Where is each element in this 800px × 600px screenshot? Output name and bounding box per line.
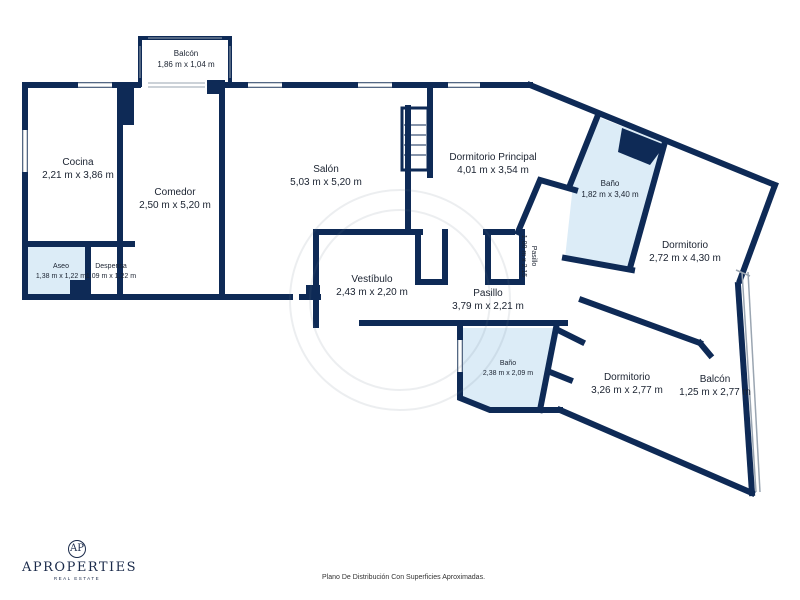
room-label-vestibulo: Vestíbulo 2,43 m x 2,20 m (336, 274, 408, 298)
balcony-rail (735, 269, 761, 493)
room-dimensions: 1,25 m x 2,77 m (679, 387, 751, 398)
watermark (289, 189, 511, 411)
room-label-aseo: Aseo 1,38 m x 1,22 m (36, 263, 86, 280)
room-dimensions: 2,50 m x 5,20 m (139, 200, 211, 211)
window-frames (22, 37, 480, 372)
room-name: Balcón (174, 49, 198, 58)
bano-2-fill (462, 328, 560, 410)
room-dimensions: 2,21 m x 3,86 m (42, 170, 114, 181)
room-name: Dormitorio (662, 240, 709, 251)
room-name: Dormitorio (604, 372, 651, 383)
room-label-dormitorio-principal: Dormitorio Principal 4,01 m x 3,54 m (449, 152, 536, 176)
room-name: Salón (313, 164, 339, 175)
room-dimensions: 2,72 m x 4,30 m (649, 253, 721, 264)
room-dimensions: 1,09 m x 1,22 m (86, 273, 136, 280)
room-label-bano-1: Baño 1,82 m x 3,40 m (581, 179, 639, 199)
room-label-pasillo: Pasillo 3,79 m x 2,21 m (452, 288, 524, 312)
room-dimensions: 5,03 m x 5,20 m (290, 177, 362, 188)
brand-mark-icon: AP (68, 540, 86, 558)
room-label-salon: Salón 5,03 m x 5,20 m (290, 164, 362, 188)
room-name: Pasillo (473, 288, 503, 299)
room-name: Despensa (95, 263, 127, 270)
room-name: Comedor (154, 187, 196, 198)
room-dimensions: 2,38 m x 2,09 m (483, 370, 533, 377)
windows (23, 83, 726, 433)
room-label-dormitorio-1: Dormitorio 2,72 m x 4,30 m (649, 240, 721, 264)
room-label-cocina: Cocina 2,21 m x 3,86 m (42, 157, 114, 181)
room-name: Dormitorio Principal (449, 152, 536, 163)
room-name: Baño (601, 179, 620, 188)
brand-logo: AP APROPERTIES REAL ESTATE (22, 540, 138, 581)
room-name: Aseo (53, 263, 69, 270)
room-name: Baño (500, 360, 516, 367)
room-label-balcon-right: Balcón 1,25 m x 2,77 m (679, 374, 751, 398)
room-label-bano-2: Baño 2,38 m x 2,09 m (483, 360, 533, 377)
room-dimensions: 4,01 m x 3,54 m (457, 165, 529, 176)
room-label-dormitorio-2: Dormitorio 3,26 m x 2,77 m (591, 372, 663, 396)
room-label-despensa: Despensa 1,09 m x 1,22 m (86, 263, 136, 280)
room-dimensions: 1,82 m x 3,40 m (581, 190, 639, 199)
room-dimensions: 2,43 m x 2,20 m (336, 287, 408, 298)
room-name: Vestíbulo (351, 274, 393, 285)
columns (70, 80, 665, 299)
room-dimensions: 1,86 m x 1,04 m (157, 60, 215, 69)
room-name: Pasillo (530, 246, 537, 267)
room-name: Cocina (62, 157, 94, 168)
room-dimensions: 3,26 m x 2,77 m (591, 385, 663, 396)
room-dimensions: 3,79 m x 2,21 m (452, 301, 524, 312)
room-label-balcon-top: Balcón 1,86 m x 1,04 m (157, 49, 215, 69)
room-dimensions: 1,38 m x 1,22 m (36, 273, 86, 280)
brand-name: APROPERTIES (22, 560, 138, 575)
room-label-comedor: Comedor 2,50 m x 5,20 m (139, 187, 211, 211)
plan-footnote: Plano De Distribución Con Superficies Ap… (322, 574, 486, 581)
room-dimensions: 1,00 m x 2,15 (520, 235, 527, 278)
room-name: Balcón (700, 374, 731, 385)
fireplace-hatch (404, 124, 426, 156)
brand-tagline: REAL ESTATE (53, 576, 101, 581)
walls (22, 36, 779, 497)
